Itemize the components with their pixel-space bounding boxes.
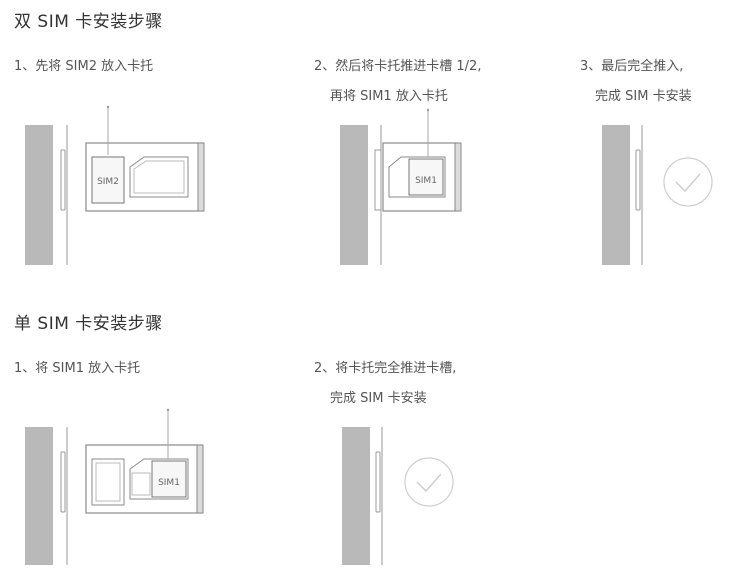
sim-tray-end (197, 142, 205, 212)
sim1-label: SIM1 (415, 176, 437, 186)
single-step-2-illustration (342, 427, 454, 565)
nano-slot-notch (131, 472, 151, 496)
side-button (60, 149, 66, 211)
dual-step-3-text-line2: 完成 SIM 卡安装 (595, 89, 692, 104)
sim-tray-end (454, 142, 462, 212)
nano-slot (129, 458, 189, 500)
pointer-dot (106, 105, 110, 109)
dual-step-1-illustration: SIM2 (25, 105, 205, 265)
single-step-2-text: 2、将卡托完全推进卡槽, (314, 361, 457, 376)
sim2-slot-empty (91, 458, 125, 506)
side-button (60, 451, 66, 513)
sim2-slot-inner (95, 462, 121, 502)
pointer-dot (426, 108, 430, 112)
sim2-card (91, 156, 125, 204)
phone-body (342, 427, 370, 565)
side-button (375, 451, 381, 513)
nano-slot-inner (133, 160, 185, 194)
dual-step-2-text: 2、然后将卡托推进卡槽 1/2, (314, 59, 482, 74)
phone-body (602, 125, 630, 265)
checkmark-circle-icon (663, 157, 713, 207)
phone-body (340, 125, 368, 265)
single-step-1-text: 1、将 SIM1 放入卡托 (14, 361, 141, 376)
sim2-label: SIM2 (97, 177, 119, 187)
single-step-1-illustration: SIM1 (25, 408, 204, 565)
dual-step-2-illustration: SIM1 (340, 108, 462, 265)
sim1-label: SIM1 (158, 478, 180, 488)
checkmark-circle-icon (404, 457, 454, 507)
single-sim-title: 单 SIM 卡安装步骤 (14, 314, 163, 334)
pointer-dot (166, 408, 170, 412)
side-button (374, 149, 382, 211)
dual-step-2-text-line2: 再将 SIM1 放入卡托 (330, 89, 448, 104)
dual-step-3-illustration (602, 125, 713, 265)
phone-body (25, 125, 53, 265)
nano-slot (388, 156, 446, 198)
side-button (635, 149, 641, 211)
nano-slot (129, 156, 189, 198)
sim1-card (151, 460, 187, 498)
dual-sim-title: 双 SIM 卡安装步骤 (14, 12, 163, 32)
dual-step-3-text: 3、最后完全推入, (580, 59, 684, 74)
sim1-card (408, 158, 444, 196)
single-step-2-text-line2: 完成 SIM 卡安装 (330, 391, 427, 406)
dual-step-1-text: 1、先将 SIM2 放入卡托 (14, 59, 154, 74)
sim-tray-end (196, 444, 204, 514)
phone-body (25, 427, 53, 565)
